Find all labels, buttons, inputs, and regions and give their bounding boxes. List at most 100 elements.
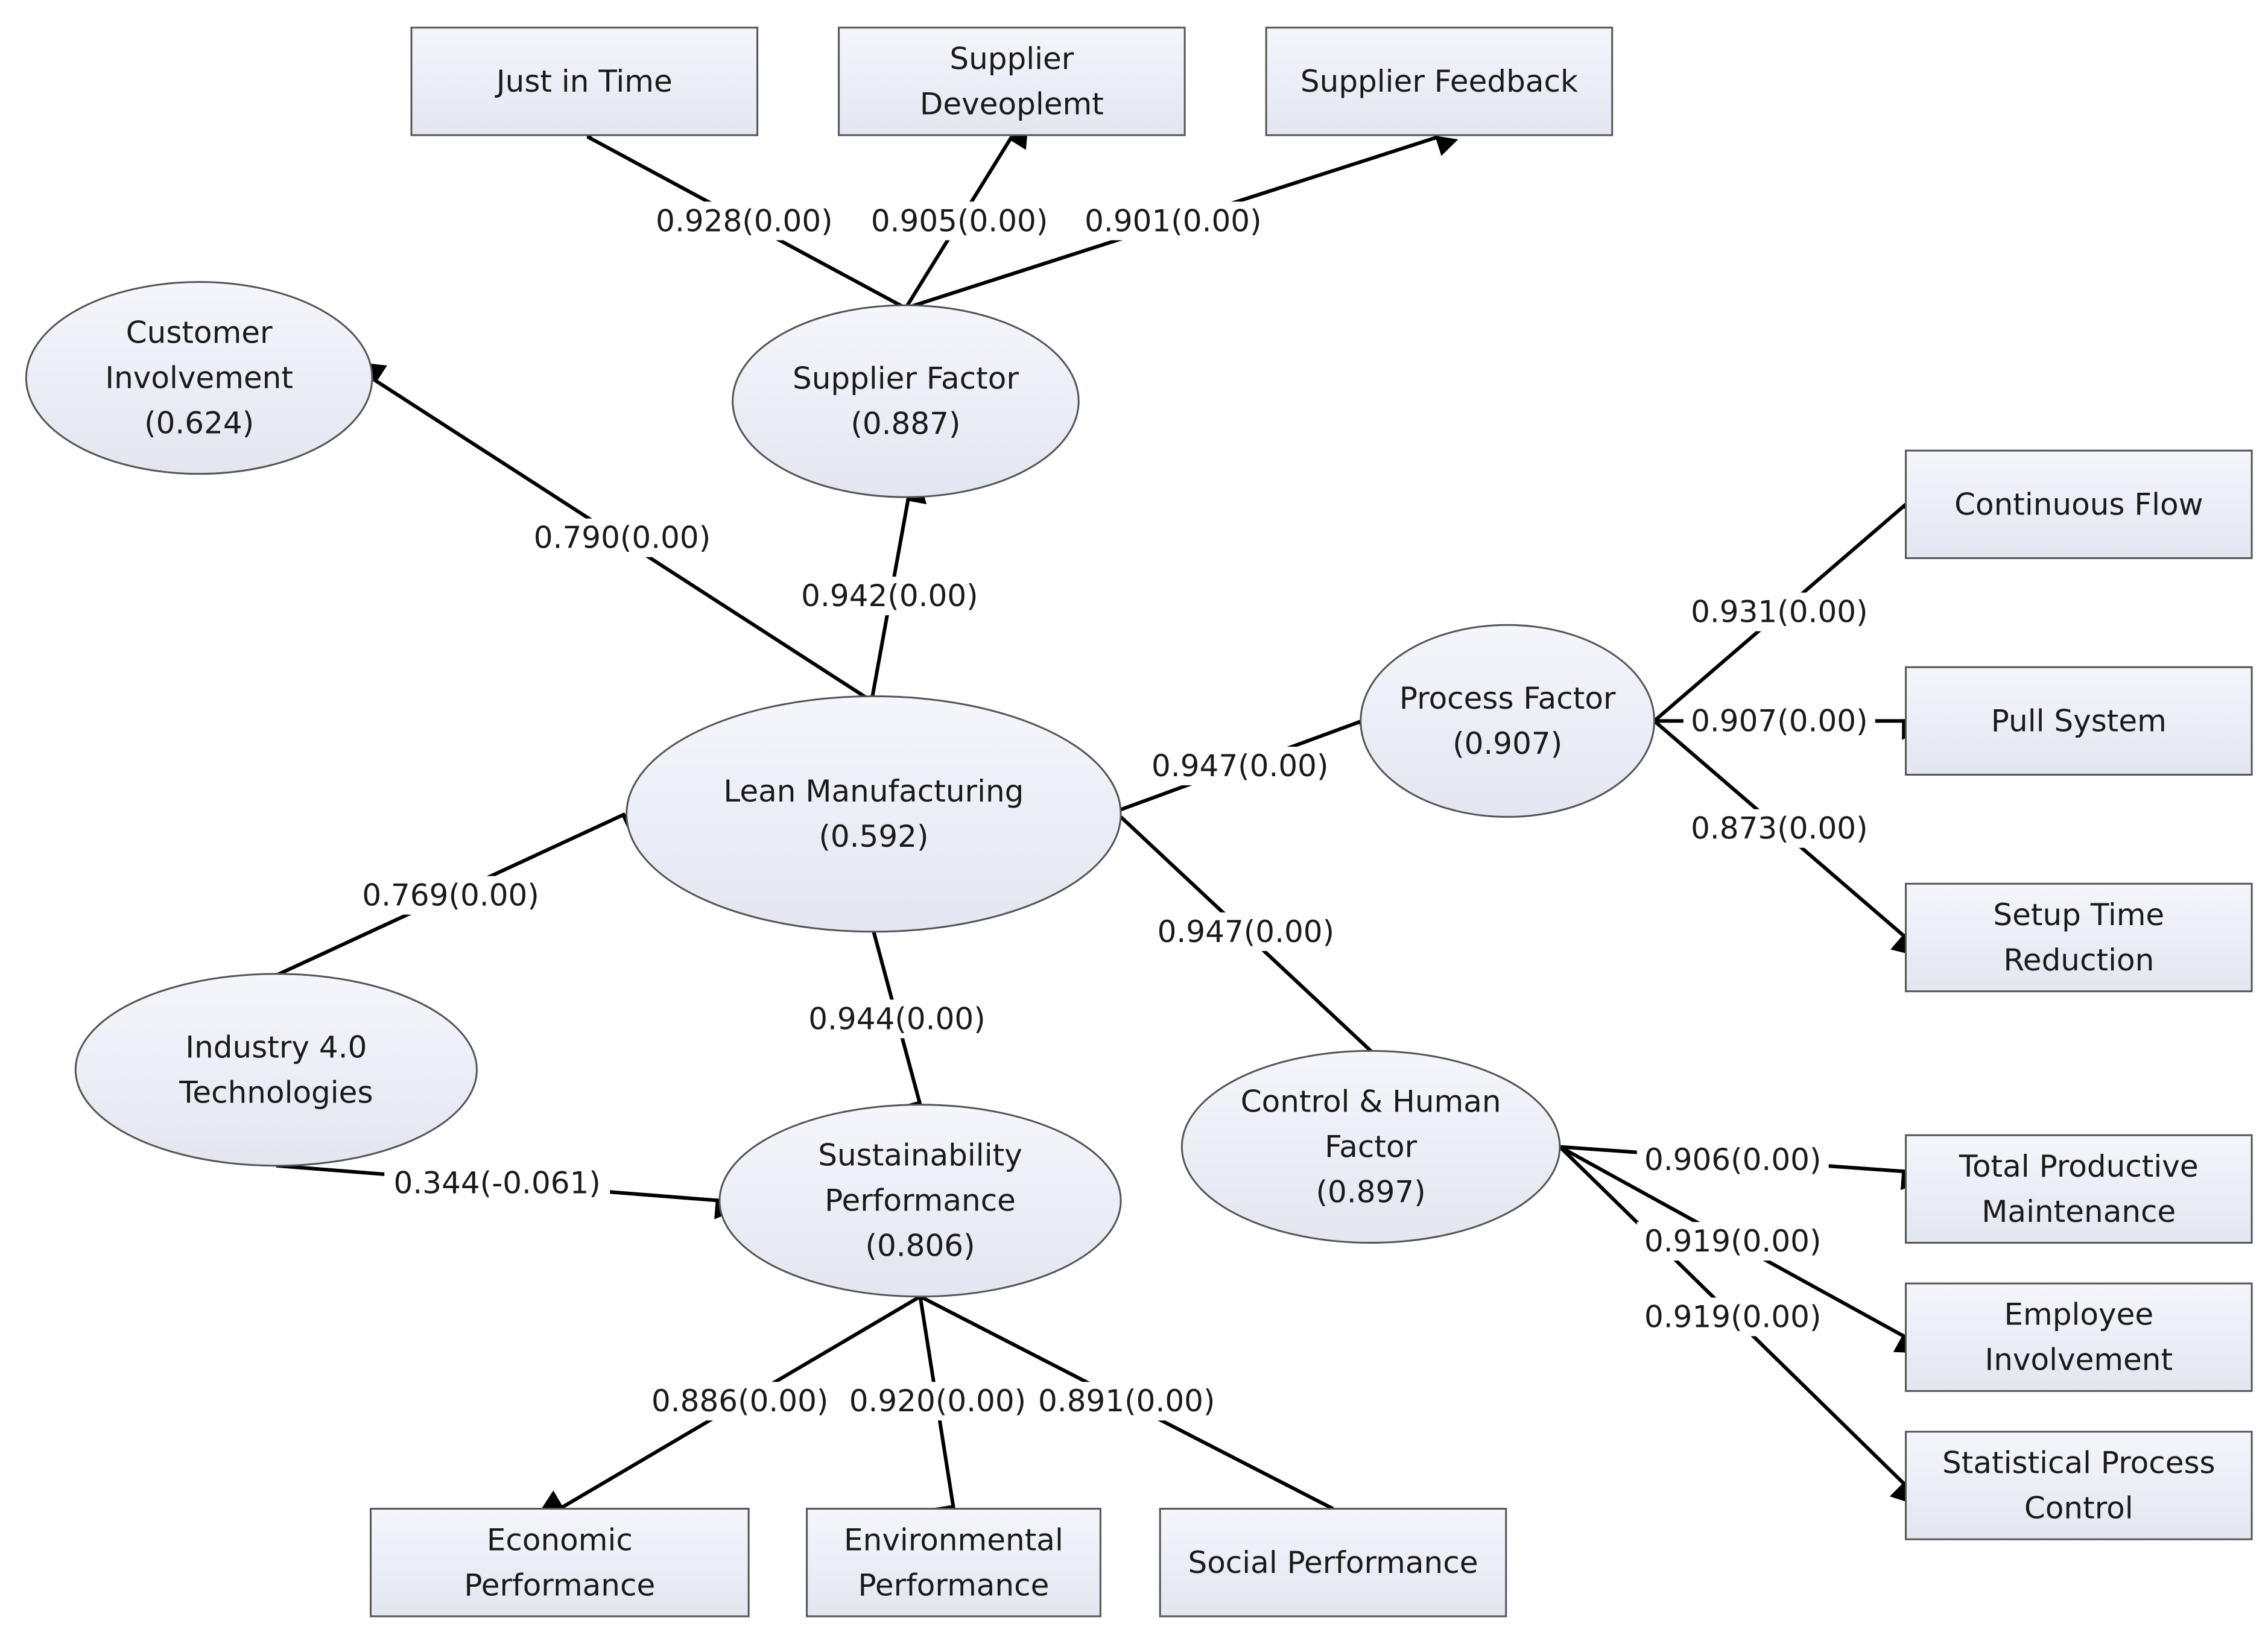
edge-coefficient-label: 0.919(0.00) <box>1644 1299 1821 1334</box>
edge-label: 0.944(0.00) <box>800 999 993 1039</box>
edge-label: 0.920(0.00) <box>841 1382 1034 1421</box>
node-label-line: Performance <box>825 1183 1016 1218</box>
node-process-factor: Process Factor(0.907) <box>1360 624 1656 818</box>
edge-coefficient-label: 0.901(0.00) <box>1085 203 1261 238</box>
edge-coefficient-label: 0.905(0.00) <box>871 203 1048 238</box>
node-label-line: (0.624) <box>144 406 254 441</box>
edge-label-background <box>1636 1222 1829 1261</box>
edge-coefficient-label: 0.928(0.00) <box>656 203 832 238</box>
edge-label-background <box>1683 592 1875 631</box>
edge-coefficient-label: 0.947(0.00) <box>1151 748 1328 783</box>
node-label-line: (0.887) <box>850 406 960 441</box>
node-label-line: Supplier <box>949 41 1074 76</box>
node-label-line: Involvement <box>1984 1343 2173 1378</box>
edge-label-background <box>841 1382 1034 1421</box>
edge-label: 0.907(0.00) <box>1683 701 1875 741</box>
node-label-line: Maintenance <box>1981 1194 2176 1229</box>
latent-construct-ellipse <box>74 973 478 1167</box>
node-label-line: Control & Human <box>1241 1084 1501 1119</box>
node-label-line: Factor <box>1325 1129 1417 1164</box>
edge-coefficient-label: 0.947(0.00) <box>1158 914 1334 949</box>
edge-label-background <box>644 1382 836 1421</box>
indicator-box <box>1905 666 2253 776</box>
edge-coefficient-label: 0.944(0.00) <box>808 1001 985 1036</box>
edge-label-background <box>355 876 547 915</box>
edge-label: 0.905(0.00) <box>863 201 1056 241</box>
edge-label-background <box>1683 809 1875 848</box>
node-label-line: (0.897) <box>1316 1174 1426 1209</box>
edge-label: 0.919(0.00) <box>1636 1222 1829 1261</box>
edge-label-background <box>648 201 840 241</box>
indicator-box <box>1905 449 2253 559</box>
edge-label-background <box>1144 747 1336 786</box>
node-social-performance: Social Performance <box>1159 1508 1507 1618</box>
edge-label-background <box>1077 201 1269 241</box>
edge-label: 0.901(0.00) <box>1077 201 1269 241</box>
latent-construct-ellipse <box>718 1104 1122 1298</box>
node-label-line: Involvement <box>105 361 293 396</box>
node-label-line: Pull System <box>1991 703 2167 738</box>
node-label-line: Supplier Factor <box>793 361 1019 396</box>
node-label-line: (0.592) <box>819 819 928 854</box>
node-label-line: Just in Time <box>495 64 673 99</box>
edge-coefficient-label: 0.344(-0.061) <box>394 1166 601 1201</box>
edge-label: 0.931(0.00) <box>1683 592 1875 631</box>
edge-coefficient-label: 0.769(0.00) <box>362 878 539 913</box>
edge-label: 0.947(0.00) <box>1144 747 1336 786</box>
node-label-line: Total Productive <box>1959 1149 2199 1184</box>
edge-label-background <box>863 201 1056 241</box>
edge-label-background <box>1683 701 1875 741</box>
edge-label: 0.790(0.00) <box>526 518 718 557</box>
indicator-box <box>1159 1508 1507 1618</box>
edge-label-background <box>1636 1297 1829 1337</box>
node-label-line: Process Factor <box>1399 681 1616 716</box>
node-label-line: Statistical Process <box>1942 1446 2216 1481</box>
node-label-line: Performance <box>464 1567 655 1602</box>
indicator-box <box>410 27 759 136</box>
indicator-box <box>370 1508 750 1618</box>
edge-coefficient-label: 0.920(0.00) <box>849 1384 1026 1419</box>
edge-coefficient-label: 0.873(0.00) <box>1691 811 1867 846</box>
indicator-box <box>1905 1431 2253 1540</box>
edge-coefficient-label: 0.907(0.00) <box>1691 703 1867 738</box>
edge-label: 0.886(0.00) <box>644 1382 836 1421</box>
latent-construct-ellipse <box>1360 624 1656 818</box>
edge-label-background <box>800 999 993 1039</box>
node-supplier-feedback: Supplier Feedback <box>1265 27 1614 136</box>
edge-label: 0.906(0.00) <box>1636 1140 1829 1180</box>
edge-label: 0.928(0.00) <box>648 201 840 241</box>
latent-construct-ellipse <box>732 304 1080 498</box>
node-label-line: Reduction <box>2003 943 2154 978</box>
indicator-box <box>1905 882 2253 993</box>
edge-label: 0.942(0.00) <box>793 577 986 616</box>
edge-label-background <box>1030 1382 1223 1421</box>
node-label-line: Control <box>2024 1491 2133 1526</box>
node-label-line: Performance <box>858 1567 1050 1602</box>
indicator-box <box>838 27 1186 136</box>
edge-label-background <box>1150 912 1342 951</box>
node-continuous-flow: Continuous Flow <box>1905 449 2253 559</box>
node-label-line: Deveoplemt <box>920 86 1104 121</box>
node-label-line: Employee <box>2004 1297 2153 1332</box>
node-label-line: Sustainability <box>818 1138 1022 1173</box>
edge-label: 0.891(0.00) <box>1030 1382 1223 1421</box>
indicator-box <box>1265 27 1614 136</box>
node-label-line: Customer <box>126 315 273 350</box>
edge-label: 0.344(-0.061) <box>384 1163 610 1203</box>
edge-labels-layer: 0.928(0.00) 0.905(0.00) 0.901(0.00) 0.790(0… <box>355 201 1875 1421</box>
latent-construct-ellipse <box>626 695 1122 933</box>
node-label-line: Lean Manufacturing <box>723 774 1024 809</box>
node-lean-manufacturing: Lean Manufacturing (0.592) <box>626 695 1122 933</box>
edge-coefficient-label: 0.919(0.00) <box>1644 1224 1821 1259</box>
latent-construct-ellipse <box>25 281 373 475</box>
